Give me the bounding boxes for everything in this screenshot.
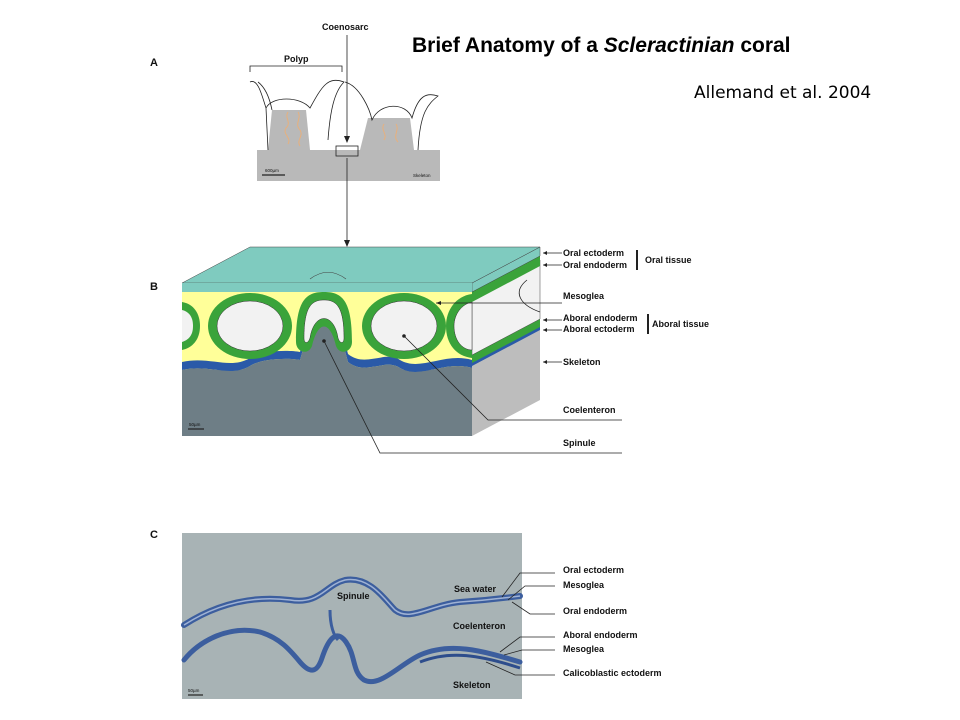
panel-a-scale-label: 600µm xyxy=(265,168,279,173)
polyp-mesenteries-right xyxy=(382,123,399,143)
label-c-oral-ectoderm: Oral ectoderm xyxy=(563,565,624,575)
label-skeleton: Skeleton xyxy=(563,357,601,367)
panel-c-micrograph: Spinule Sea water Coelenteron Skeleton 5… xyxy=(181,533,523,699)
arrow-skeleton xyxy=(543,360,547,364)
top-bulge xyxy=(309,271,347,280)
leader-c-oral-endoderm xyxy=(511,601,555,615)
leader-c-calicoblastic xyxy=(485,661,555,676)
aboral-endoderm-side xyxy=(472,319,540,363)
label-spinule: Spinule xyxy=(563,438,596,448)
label-coelenteron: Coelenteron xyxy=(563,405,616,415)
skeleton-side-face xyxy=(472,329,540,436)
coelenteron-cavity-3 xyxy=(453,301,473,351)
coelenteron-cavity-2 xyxy=(370,300,438,352)
panel-c-scale-label: 50µm xyxy=(188,688,200,693)
micrograph-background xyxy=(182,533,522,699)
micrograph-calicoblastic xyxy=(419,653,521,670)
oral-endoderm-side xyxy=(472,255,540,302)
dot-spinule xyxy=(322,339,326,343)
panel-b-letter: B xyxy=(150,281,158,293)
title-italic: Scleractinian xyxy=(603,34,735,57)
panel-c-letter: C xyxy=(150,529,158,541)
title-suffix: coral xyxy=(734,34,791,57)
panel-a-letter: A xyxy=(150,57,158,69)
polyp-mesenteries-left xyxy=(284,111,302,147)
panel-b-block-diagram: 50µm xyxy=(181,246,541,436)
leader-c-oral-ectoderm xyxy=(501,572,555,598)
micro-label-spinule: Spinule xyxy=(337,591,370,601)
label-aboral-ectoderm: Aboral ectoderm xyxy=(563,324,635,334)
label-c-mesoglea-top: Mesoglea xyxy=(563,580,605,590)
leader-mesoglea-curve xyxy=(518,279,541,313)
micro-label-skeleton: Skeleton xyxy=(453,680,491,690)
panel-a-skeleton xyxy=(257,110,440,181)
arrow-oral-ectoderm xyxy=(543,251,547,255)
arrow-mesoglea xyxy=(436,301,441,305)
citation: Allemand et al. 2004 xyxy=(694,83,872,103)
label-aboral-endoderm: Aboral endoderm xyxy=(563,313,638,323)
arrow-oral-endoderm xyxy=(543,263,547,267)
label-oral-tissue: Oral tissue xyxy=(645,255,692,265)
oral-ectoderm-front xyxy=(182,283,472,292)
coenosarc-arrowhead xyxy=(344,136,350,143)
zoom-arrowhead xyxy=(344,240,350,247)
label-aboral-tissue: Aboral tissue xyxy=(652,319,709,329)
panel-b-labels: Oral ectoderm Oral endoderm Oral tissue … xyxy=(322,248,709,454)
coelenteron-cavity-0 xyxy=(182,310,193,342)
leader-coelenteron xyxy=(403,335,622,421)
panel-a-coenosarc-label: Coenosarc xyxy=(322,22,369,32)
polyp-right-outline xyxy=(344,81,439,151)
panel-a-polyp-label: Polyp xyxy=(284,54,309,64)
title-prefix: Brief Anatomy of a xyxy=(412,34,604,57)
panel-a-skeleton-label: Skeleton xyxy=(413,173,431,178)
label-c-aboral-endoderm: Aboral endoderm xyxy=(563,630,638,640)
leader-c-mesoglea-bottom xyxy=(503,649,555,656)
leader-spinule xyxy=(323,340,622,454)
arrow-aboral-ectoderm xyxy=(543,328,547,332)
polyp-center-outline xyxy=(265,80,345,141)
panel-b-scale-label: 50µm xyxy=(189,422,201,427)
label-c-calicoblastic-ectoderm: Calicoblastic ectoderm xyxy=(563,668,662,678)
leader-c-mesoglea-top xyxy=(507,585,555,601)
micrograph-spinule xyxy=(328,609,340,642)
micrograph-mesoglea-upper xyxy=(183,578,521,626)
polyp-bracket xyxy=(249,65,343,72)
label-mesoglea: Mesoglea xyxy=(563,291,605,301)
label-c-oral-endoderm: Oral endoderm xyxy=(563,606,627,616)
polyp-left-outline xyxy=(249,81,273,151)
spinule-cavity xyxy=(303,299,345,343)
micro-label-sea-water: Sea water xyxy=(454,584,497,594)
panel-c-labels: Oral ectoderm Mesoglea Oral endoderm Abo… xyxy=(485,565,662,678)
micro-label-coelenteron: Coelenteron xyxy=(453,621,506,631)
leader-c-aboral-endoderm xyxy=(499,636,555,653)
label-c-mesoglea-bottom: Mesoglea xyxy=(563,644,605,654)
label-oral-ectoderm: Oral ectoderm xyxy=(563,248,624,258)
arrow-aboral-endoderm xyxy=(543,318,547,322)
coenosarc-zoom-box xyxy=(335,145,359,157)
label-oral-endoderm: Oral endoderm xyxy=(563,260,627,270)
coelenteron-cavity-1 xyxy=(216,300,284,352)
dot-coelenteron xyxy=(402,334,406,338)
skeleton-front-wave xyxy=(182,310,472,436)
panel-a-polyp-drawing: 600µm Skeleton xyxy=(249,80,440,181)
page-title: Brief Anatomy of a Scleractinian coral xyxy=(412,34,791,58)
